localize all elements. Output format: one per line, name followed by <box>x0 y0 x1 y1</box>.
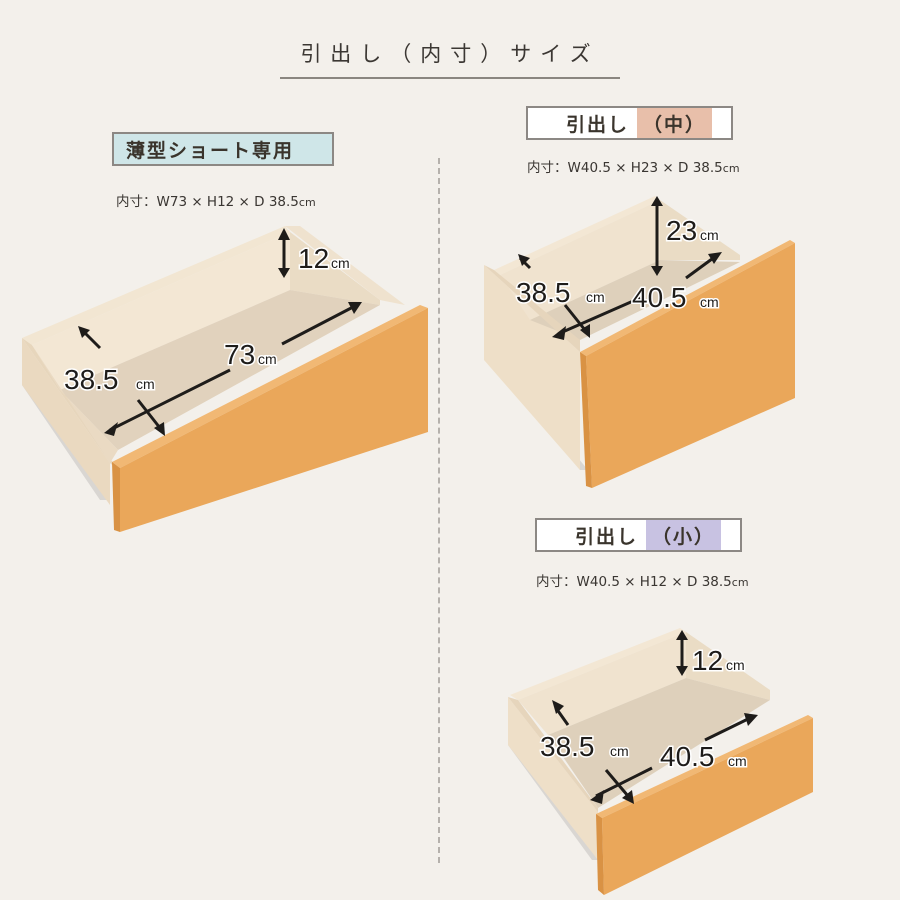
spec-small: 内寸：W40.5 × H12 × D 38.5cm <box>536 574 749 590</box>
label-medium: 引出し （中） <box>526 106 733 140</box>
svg-text:cm: cm <box>700 294 719 310</box>
svg-text:cm: cm <box>726 657 745 673</box>
svg-text:40.5: 40.5 <box>660 741 715 772</box>
svg-text:40.5: 40.5 <box>632 282 687 313</box>
svg-text:38.5: 38.5 <box>516 277 571 308</box>
spec-medium: 内寸：W40.5 × H23 × D 38.5cm <box>527 160 740 176</box>
label-small-text: 引出し <box>575 525 639 548</box>
svg-text:38.5: 38.5 <box>64 364 119 395</box>
label-thin-short-text: 薄型ショート専用 <box>126 139 295 162</box>
title-underline <box>280 77 620 79</box>
label-small: 引出し （小） <box>535 518 742 552</box>
svg-text:12: 12 <box>692 645 723 676</box>
svg-text:38.5: 38.5 <box>540 731 595 762</box>
svg-text:23: 23 <box>666 215 697 246</box>
svg-text:cm: cm <box>586 289 605 305</box>
svg-text:cm: cm <box>610 743 629 759</box>
page-title: 引出し（内寸）サイズ <box>300 42 600 66</box>
label-medium-text: 引出し <box>566 113 630 136</box>
spec-thin-short: 内寸：W73 × H12 × D 38.5cm <box>116 194 316 210</box>
label-thin-short: 薄型ショート専用 <box>112 132 334 166</box>
label-medium-size: （中） <box>637 108 713 138</box>
svg-text:73: 73 <box>224 339 255 370</box>
svg-text:cm: cm <box>700 227 719 243</box>
dashed-divider <box>438 158 440 863</box>
svg-text:cm: cm <box>331 255 350 271</box>
label-small-size: （小） <box>646 520 722 550</box>
svg-text:12: 12 <box>298 243 329 274</box>
svg-text:cm: cm <box>728 753 747 769</box>
svg-text:cm: cm <box>258 351 277 367</box>
svg-text:cm: cm <box>136 376 155 392</box>
